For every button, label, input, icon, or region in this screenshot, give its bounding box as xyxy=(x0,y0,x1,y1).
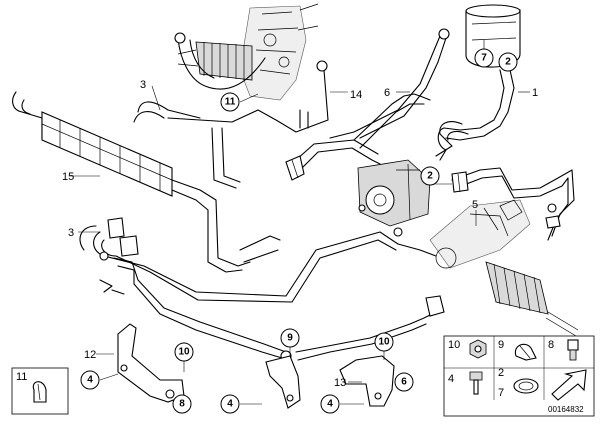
legend-4: 4 xyxy=(448,373,454,385)
callout-11-top: 11 xyxy=(220,92,240,112)
legend-7: 7 xyxy=(498,387,504,399)
hose-clamp-icon xyxy=(514,343,537,361)
clamp-ring-icon xyxy=(513,378,539,394)
steering-rack-top xyxy=(177,3,319,101)
svg-text:8: 8 xyxy=(179,399,185,410)
callout-7-text: 7 xyxy=(481,53,487,64)
hose-return-top xyxy=(133,32,329,189)
sensor-plug-icon xyxy=(567,339,579,361)
label-6-top: 6 xyxy=(384,87,390,99)
svg-text:4: 4 xyxy=(327,399,333,410)
callout-2-reservoir: 2 xyxy=(498,52,518,72)
svg-text:2: 2 xyxy=(505,57,511,68)
oil-cooler-15 xyxy=(12,91,281,273)
svg-text:10: 10 xyxy=(178,347,190,358)
svg-text:2: 2 xyxy=(427,171,433,182)
svg-text:4: 4 xyxy=(87,375,93,386)
bracket-13 xyxy=(265,355,395,409)
bolt-icon xyxy=(469,371,483,395)
label-1: 1 xyxy=(532,87,538,99)
legend-9: 9 xyxy=(498,339,504,351)
svg-text:10: 10 xyxy=(378,337,390,348)
label-13: 13 xyxy=(334,377,346,389)
callout-4-mid: 4 xyxy=(220,394,240,414)
arrow-icon xyxy=(551,369,587,401)
label-15: 15 xyxy=(62,171,74,183)
callout-10-left: 10 xyxy=(174,342,194,362)
callout-8: 8 xyxy=(172,394,192,414)
label-3-left: 3 xyxy=(68,227,74,239)
svg-text:9: 9 xyxy=(287,333,293,344)
long-hoses-lower xyxy=(79,217,445,362)
label-11-clip: 11 xyxy=(16,371,27,383)
rack-boot-top xyxy=(177,41,253,81)
legend-8: 8 xyxy=(548,339,554,351)
clip-11-detail xyxy=(11,367,69,415)
callout-6-bottom: 6 xyxy=(394,372,414,392)
power-steering-pump xyxy=(357,159,431,237)
legend-2: 2 xyxy=(498,367,504,379)
svg-text:4: 4 xyxy=(227,399,233,410)
svg-text:6: 6 xyxy=(401,377,407,388)
pressure-hose-6 xyxy=(285,93,431,181)
bracket-12 xyxy=(117,323,185,403)
fluid-reservoir xyxy=(437,4,521,161)
callout-10-mid: 10 xyxy=(374,332,394,352)
supply-hose-1 xyxy=(435,121,469,157)
callout-9: 9 xyxy=(280,328,300,348)
svg-text:11: 11 xyxy=(225,97,236,108)
return-hose-top xyxy=(329,28,450,139)
legend-10: 10 xyxy=(448,339,460,351)
parts-legend: 10 9 8 4 2 7 00164832 xyxy=(443,335,595,417)
callout-2-pump: 2 xyxy=(420,166,440,186)
diagram-id: 00164832 xyxy=(548,405,584,414)
feed-hose-5 xyxy=(451,167,575,241)
callout-7: 7 xyxy=(474,48,494,68)
steering-rack-bottom xyxy=(429,199,579,337)
label-12: 12 xyxy=(84,349,96,361)
label-14: 14 xyxy=(350,89,362,101)
label-3-top: 3 xyxy=(140,79,146,91)
label-5: 5 xyxy=(472,199,478,211)
nut-icon xyxy=(469,339,487,359)
callout-4-right: 4 xyxy=(320,394,340,414)
callout-4-left: 4 xyxy=(80,370,100,390)
